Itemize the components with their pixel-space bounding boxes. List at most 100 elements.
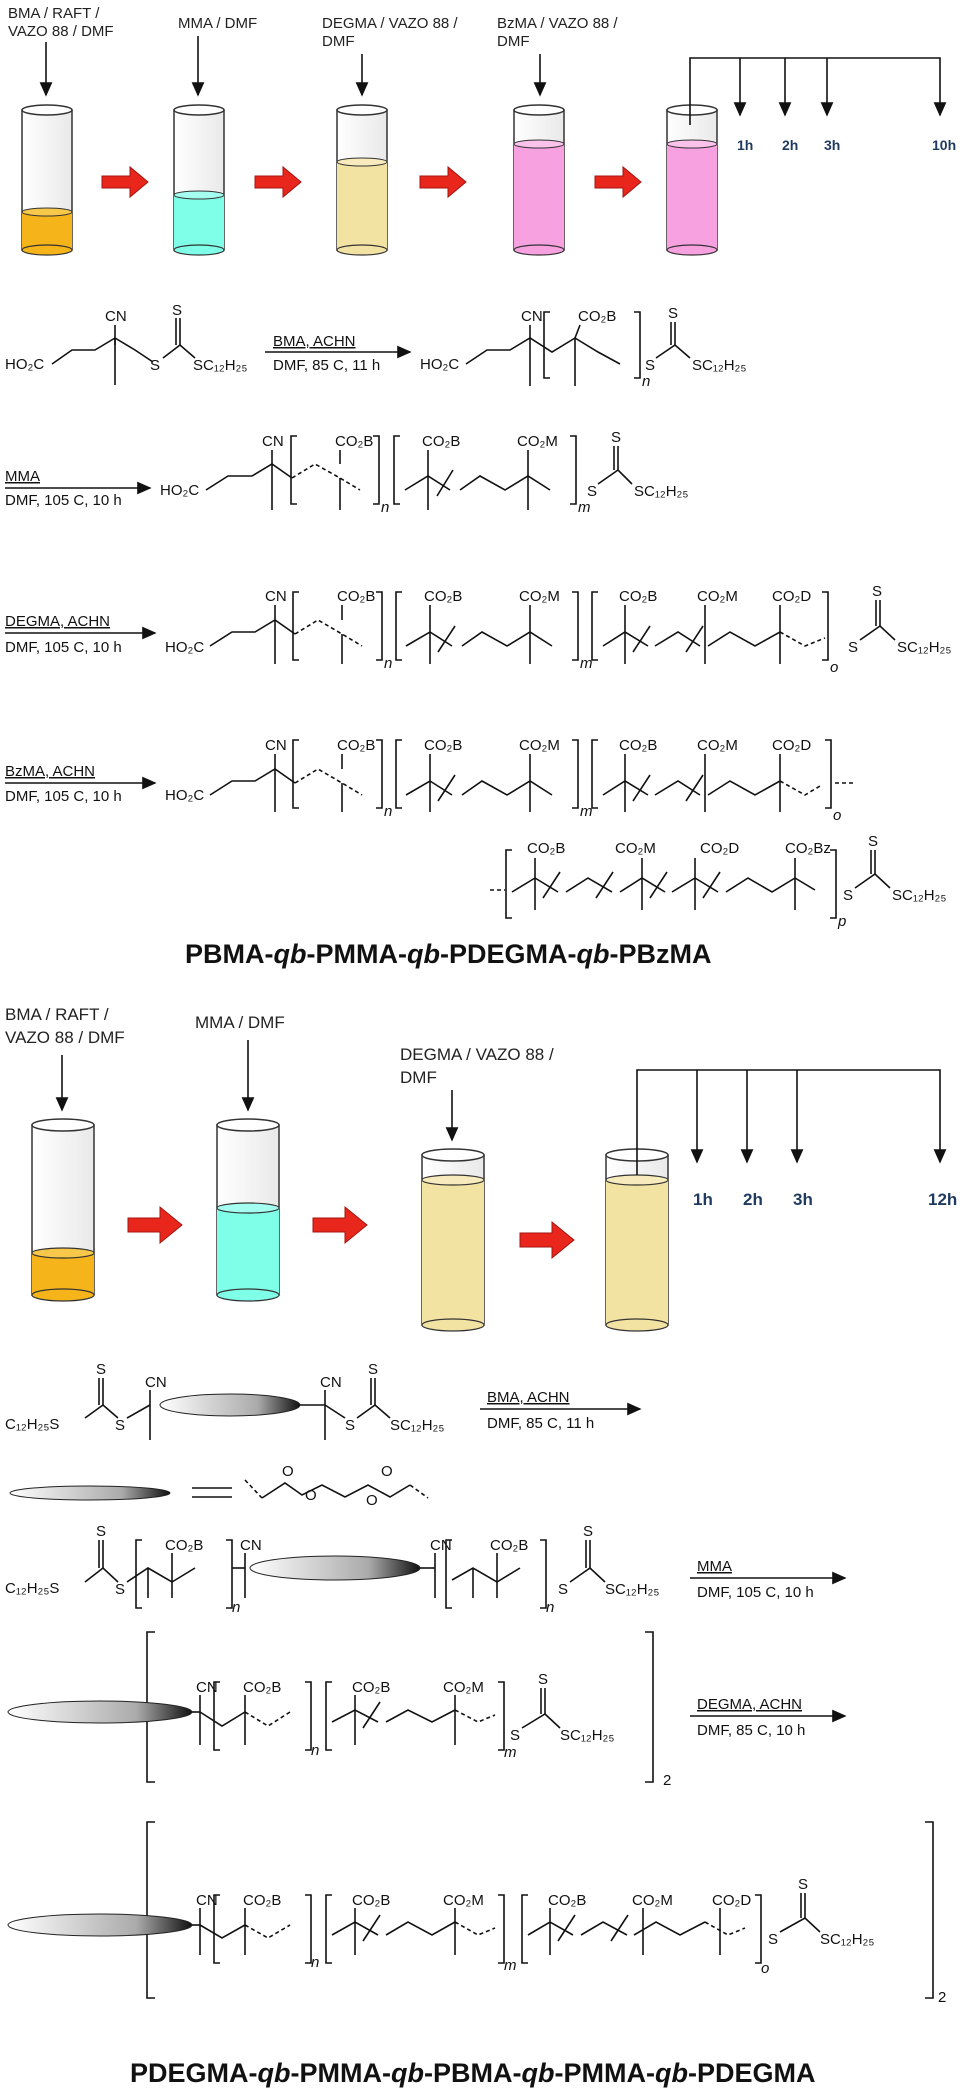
sub-o: o	[761, 1960, 769, 1977]
vial-b1	[31, 1118, 95, 1302]
chem-ho2c: HO₂C	[420, 356, 459, 373]
chem-s: S	[872, 583, 882, 600]
linker-rod-2	[249, 1555, 421, 1581]
top-reaction-1: HO₂C CN S S SC₁₂H₂₅ BMA, ACHN DMF, 85 C,…	[5, 302, 746, 390]
bottom-stage-label-1a: BMA / RAFT /	[5, 1005, 109, 1024]
chem-s: S	[96, 1361, 106, 1378]
chem-co2b: CO₂B	[165, 1537, 203, 1554]
chem-cn: CN	[105, 308, 127, 325]
red-arrow-1	[101, 165, 149, 199]
chem-cn: CN	[196, 1892, 218, 1909]
chem-c12s: C₁₂H₂₅S	[5, 1416, 59, 1433]
chem-co2m: CO₂M	[697, 588, 738, 605]
top-time-4: 10h	[932, 137, 956, 153]
sub-m: m	[504, 1744, 517, 1761]
chem-ho2c: HO₂C	[160, 482, 199, 499]
step-reagent: BzMA, ACHN	[5, 763, 95, 780]
chem-s: S	[96, 1523, 106, 1540]
step-reagent: MMA	[5, 468, 40, 485]
top-reaction-4: BzMA, ACHN DMF, 105 C, 10 h HO₂C CN CO₂B…	[5, 737, 946, 930]
vial-1	[21, 104, 73, 256]
chem-co2b: CO₂B	[337, 588, 375, 605]
oxygen-1: O	[282, 1463, 294, 1480]
red-arrow-b2	[312, 1205, 368, 1245]
chem-co2b: CO₂B	[352, 1892, 390, 1909]
step-reagent: BMA, ACHN	[487, 1389, 570, 1406]
chem-s: S	[645, 357, 655, 374]
bottom-vial-row: BMA / RAFT / VAZO 88 / DMF MMA / DMF DEG…	[5, 1005, 957, 1332]
chem-s: S	[115, 1581, 125, 1598]
bottom-time-2: 2h	[743, 1190, 763, 1209]
vial-b2	[216, 1118, 280, 1302]
chem-co2b: CO₂B	[548, 1892, 586, 1909]
sub-n: n	[384, 655, 392, 672]
red-arrow-2	[254, 165, 302, 199]
chem-co2b: CO₂B	[424, 737, 462, 754]
chem-co2m: CO₂M	[632, 1892, 673, 1909]
top-vial-row: BMA / RAFT / VAZO 88 / DMF MMA / DMF DEG…	[8, 5, 956, 256]
chem-s: S	[868, 833, 878, 850]
vial-4	[513, 104, 565, 256]
chem-s: S	[115, 1417, 125, 1434]
vial-5	[666, 104, 718, 256]
chem-co2d: CO₂D	[772, 737, 811, 754]
top-time-1: 1h	[737, 137, 753, 153]
step-conditions: DMF, 105 C, 10 h	[5, 639, 122, 656]
bottom-polymer-title: PDEGMA-qb-PMMA-qb-PBMA-qb-PMMA-qb-PDEGMA	[130, 2058, 815, 2088]
chem-co2m: CO₂M	[443, 1892, 484, 1909]
chem-s: S	[843, 887, 853, 904]
chem-co2d: CO₂D	[772, 588, 811, 605]
top-reaction-2: MMA DMF, 105 C, 10 h HO₂C CN CO₂B n CO₂B…	[5, 429, 688, 516]
sub-o: o	[833, 807, 841, 824]
vial-b4	[605, 1148, 669, 1332]
bottom-stage-label-2: MMA / DMF	[195, 1013, 285, 1032]
chem-ho2c: HO₂C	[5, 356, 44, 373]
top-stage-label-4b: DMF	[497, 33, 530, 50]
chem-sc12: SC₁₂H₂₅	[634, 483, 688, 500]
step-conditions: DMF, 105 C, 10 h	[5, 492, 122, 509]
chem-co2b: CO₂B	[490, 1537, 528, 1554]
chem-s: S	[368, 1361, 378, 1378]
chem-sc12: SC₁₂H₂₅	[897, 639, 951, 656]
step-conditions: DMF, 85 C, 10 h	[697, 1722, 805, 1739]
chem-s: S	[798, 1876, 808, 1893]
red-arrow-3	[419, 165, 467, 199]
chem-s: S	[611, 429, 621, 446]
step-conditions: DMF, 105 C, 10 h	[697, 1584, 814, 1601]
chem-co2b: CO₂B	[243, 1679, 281, 1696]
chem-s: S	[172, 302, 182, 319]
sub-n: n	[311, 1742, 319, 1759]
top-stage-label-3b: DMF	[322, 33, 355, 50]
repeat-2: 2	[663, 1772, 671, 1789]
linker-legend: O O O O	[9, 1463, 429, 1509]
chem-ho2c: HO₂C	[165, 787, 204, 804]
top-time-2: 2h	[782, 137, 798, 153]
red-arrow-b1	[127, 1205, 183, 1245]
top-stage-label-1b: VAZO 88 / DMF	[8, 23, 114, 40]
chem-s: S	[558, 1581, 568, 1598]
chem-co2d: CO₂D	[712, 1892, 751, 1909]
bottom-stage-label-1b: VAZO 88 / DMF	[5, 1028, 125, 1047]
linker-rod-3	[7, 1700, 193, 1724]
chem-co2m: CO₂M	[517, 433, 558, 450]
step-reagent: MMA	[697, 1558, 732, 1575]
bottom-stage-label-3a: DEGMA / VAZO 88 /	[400, 1045, 554, 1064]
chem-sc12: SC₁₂H₂₅	[892, 887, 946, 904]
sub-m: m	[580, 803, 593, 820]
chem-co2m: CO₂M	[443, 1679, 484, 1696]
bottom-time-1: 1h	[693, 1190, 713, 1209]
sub-n: n	[642, 373, 650, 390]
chem-co2m: CO₂M	[615, 840, 656, 857]
bottom-stage-label-3b: DMF	[400, 1068, 437, 1087]
oxygen-2: O	[305, 1487, 317, 1504]
chem-cn: CN	[196, 1679, 218, 1696]
step-conditions: DMF, 85 C, 11 h	[487, 1415, 594, 1432]
chem-s: S	[538, 1671, 548, 1688]
chem-cn: CN	[320, 1374, 342, 1391]
repeat-2: 2	[938, 1989, 946, 2006]
step-reagent: DEGMA, ACHN	[697, 1696, 802, 1713]
chem-s: S	[768, 1931, 778, 1948]
red-arrow-4	[594, 165, 642, 199]
chem-co2b: CO₂B	[243, 1892, 281, 1909]
